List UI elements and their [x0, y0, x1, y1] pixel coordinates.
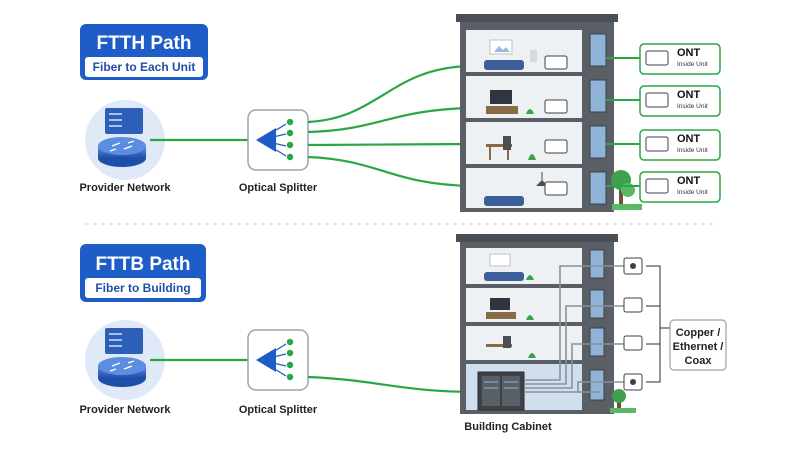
ont-sub-2: Inside Unit [677, 103, 708, 110]
ftth-fiber-floor-3 [307, 142, 471, 147]
fttb-floor-furniture [484, 253, 536, 358]
fttb-subtitle: Fiber to Building [95, 281, 190, 295]
copper-line-2: Ethernet / [673, 341, 724, 353]
ethernet-device-icon [623, 297, 643, 313]
fttb-server-icon [105, 328, 143, 354]
ftth-title-badge: FTTH Path Fiber to Each Unit [80, 24, 208, 80]
copper-ethernet-coax-label: Copper / Ethernet / Coax [669, 319, 727, 371]
building-cabinet-label: Building Cabinet [464, 421, 552, 433]
ftth-server-icon [105, 108, 143, 134]
ftth-floor-2-furniture [486, 90, 534, 114]
ftth-provider-label: Provider Network [79, 182, 171, 194]
copper-cable-3 [524, 343, 628, 389]
fttb-title: FTTB Path [96, 254, 191, 275]
ont-title-4: ONT [677, 175, 701, 187]
fttb-building [456, 234, 636, 414]
fttb-floor-3 [466, 326, 582, 360]
ftth-floor-3-furniture [486, 136, 536, 160]
copper-line-1: Copper / [676, 327, 721, 339]
copper-cable-4 [524, 381, 628, 393]
ftth-building [456, 14, 642, 212]
ont-sub-3: Inside Unit [677, 147, 708, 154]
fttb-fiber-to-cabinet [307, 375, 479, 394]
ftth-floor-4-furniture [484, 172, 548, 206]
building-cabinet-rack [477, 371, 525, 411]
fttb-provider-network: Provider Network [79, 320, 171, 416]
ont-title-2: ONT [677, 89, 701, 101]
ftth-router-icon [98, 137, 146, 167]
fttb-optical-splitter: Optical Splitter [239, 329, 318, 416]
ftth-ont-callout-1: ONT Inside Unit [639, 43, 721, 75]
fttb-copper-cables [524, 265, 628, 393]
ont-sub-1: Inside Unit [677, 61, 708, 68]
ftth-floor-1-furniture [484, 39, 537, 70]
fttb-end-devices [623, 257, 643, 391]
ftth-ont-callout-4: ONT Inside Unit [639, 171, 721, 203]
ftth-splitter-label: Optical Splitter [239, 182, 318, 194]
fttb-tree-icon [610, 389, 636, 413]
ftth-tree-icon [611, 170, 642, 210]
copper-line-3: Coax [685, 355, 713, 367]
fttb-window-column [589, 249, 605, 401]
fttb-provider-label: Provider Network [79, 404, 171, 416]
ftth-ont-callout-2: ONT Inside Unit [639, 85, 721, 117]
ftth-subtitle: Fiber to Each Unit [93, 60, 196, 74]
ftth-ont-links [606, 57, 640, 187]
fttb-subtitle-bg [85, 278, 201, 298]
ftth-provider-network: Provider Network [79, 100, 171, 194]
ftth-optical-splitter: Optical Splitter [239, 109, 318, 194]
ftth-fiber-floor-1 [307, 64, 471, 124]
fttb-title-badge: FTTB Path Fiber to Building [80, 244, 206, 302]
fttb-floor-2 [466, 288, 582, 322]
ftth-unit-ont-devices [544, 55, 568, 196]
ftth-subtitle-bg [85, 57, 203, 77]
copper-bracket [646, 265, 670, 383]
ftth-window-column [589, 33, 607, 205]
fttb-splitter-label: Optical Splitter [239, 404, 318, 416]
copper-cable-2 [524, 305, 628, 385]
ont-title-1: ONT [677, 47, 701, 59]
ftth-fiber-drops [307, 64, 471, 188]
ftth-title: FTTH Path [97, 33, 192, 54]
ftth-ont-callout-3: ONT Inside Unit [639, 129, 721, 161]
ont-title-3: ONT [677, 133, 701, 145]
copper-cable-1 [524, 265, 628, 381]
fttb-router-icon [98, 357, 146, 387]
ftth-fiber-floor-4 [307, 155, 471, 188]
ethernet-device-icon-2 [623, 335, 643, 351]
ont-sub-4: Inside Unit [677, 189, 708, 196]
ftth-fiber-floor-2 [307, 106, 471, 134]
